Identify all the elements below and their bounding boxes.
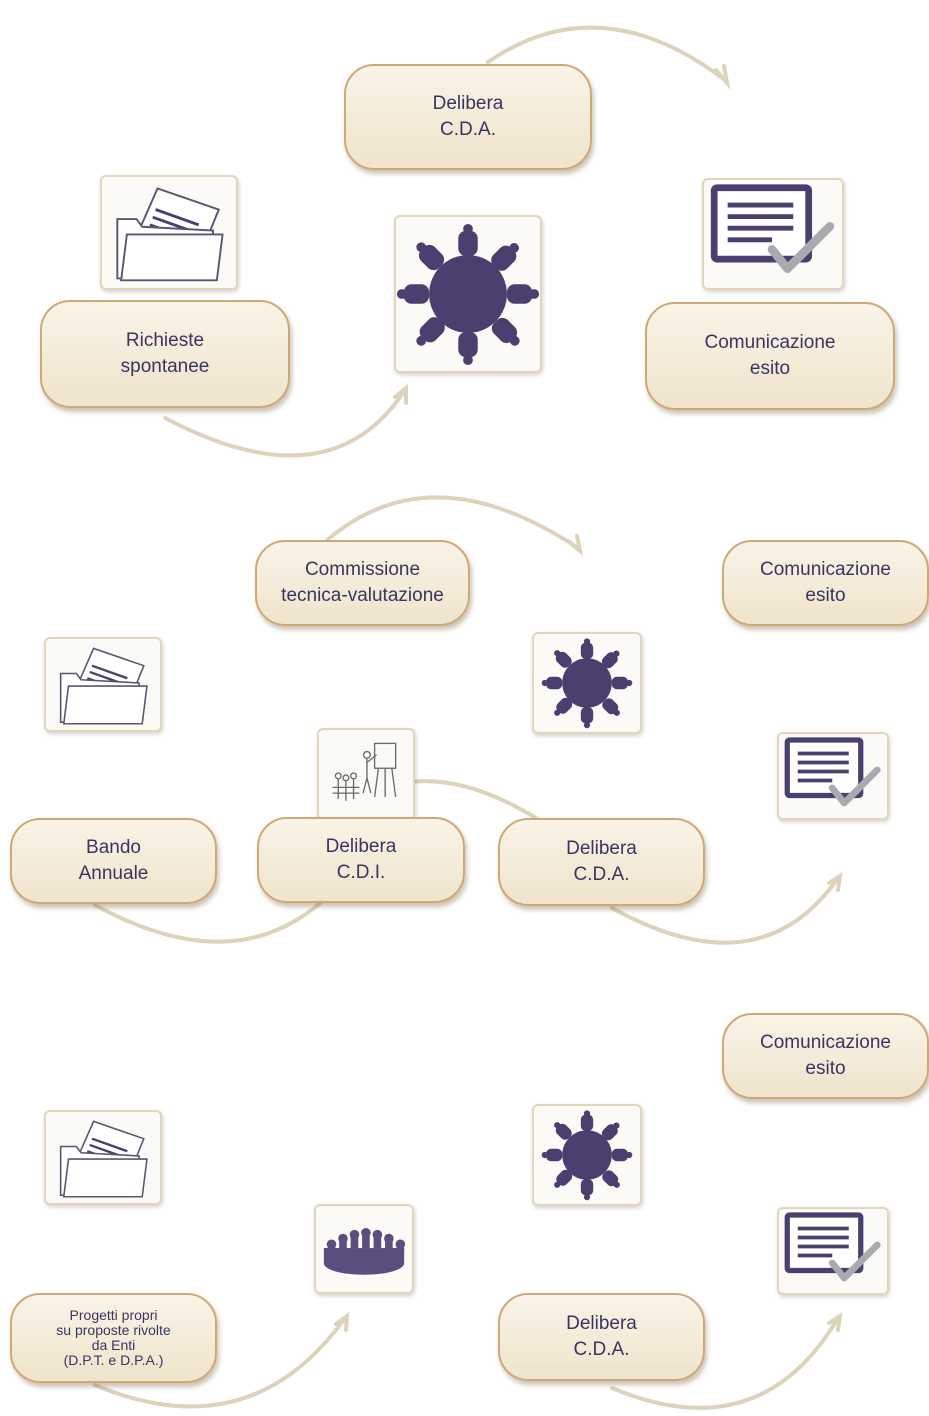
box-bando-annuale: Bando Annuale [10,818,217,904]
box-label-line: Commissione [304,559,421,580]
box-delibera-cda: Delibera C.D.A. [344,64,592,170]
box-label-line: spontanee [120,356,210,377]
box-delibera-cdi: Delibera C.D.I. [257,817,465,903]
box-label-line: esito [805,1058,846,1079]
council-assembly-icon [314,1204,414,1294]
document-checkmark-icon [777,1207,889,1295]
arrow-head [393,383,408,405]
box-label-line: C.D.A. [440,119,496,140]
box-delibera-cda: Delibera C.D.A. [498,1293,705,1381]
box-delibera-cda: Delibera C.D.A. [498,818,705,906]
box-label-line: C.D.A. [573,864,630,885]
box-label-line: esito [749,358,791,379]
box-label-line: Delibera [566,1313,637,1334]
folder-documents-icon [44,637,162,732]
box-label-line: Comunicazione [760,559,891,580]
presentation-audience-icon [317,728,415,820]
arrow-head [827,871,843,892]
arrow-head [334,1311,350,1332]
box-label-line: Delibera [566,838,637,859]
box-label-line: Bando [86,837,141,858]
arrow-head [827,1311,843,1332]
box-comunicazione-esito: Comunicazione esito [722,1013,929,1099]
round-table-meeting-icon [532,1104,642,1206]
box-label-line: da Enti [91,1337,136,1353]
box-comunicazione-esito: Comunicazione esito [645,302,895,410]
box-label-line: C.D.A. [573,1339,630,1360]
box-commissione-tecnica: Commissione tecnica-valutazione [255,540,470,626]
box-label-line: su proposte rivolte [56,1322,171,1338]
arrow-head [566,534,584,557]
box-label-line: Delibera [325,836,397,857]
box-label-line: Comunicazione [760,1032,891,1053]
document-checkmark-icon [777,732,889,820]
box-label-line: Comunicazione [704,332,836,353]
box-label-line: tecnica-valutazione [281,585,444,606]
box-label-line: esito [805,585,846,606]
document-checkmark-icon [702,178,844,290]
box-label-line: Delibera [432,93,504,114]
round-table-meeting-icon [532,632,642,734]
box-progetti-propri: Progetti propri su proposte rivolte da E… [10,1293,217,1383]
box-comunicazione-esito: Comunicazione esito [722,540,929,626]
box-label-line: Annuale [78,863,149,884]
round-table-meeting-icon [394,215,542,373]
folder-documents-icon [100,175,238,290]
box-label-line: C.D.I. [336,862,386,883]
box-richieste-spontanee: Richieste spontanee [40,300,290,408]
folder-documents-icon [44,1110,162,1205]
box-label-line: Progetti propri [69,1307,158,1323]
box-label-line: Richieste [125,330,205,351]
box-label-line: (D.P.T. e D.P.A.) [63,1352,164,1368]
arrow-head [714,64,731,90]
